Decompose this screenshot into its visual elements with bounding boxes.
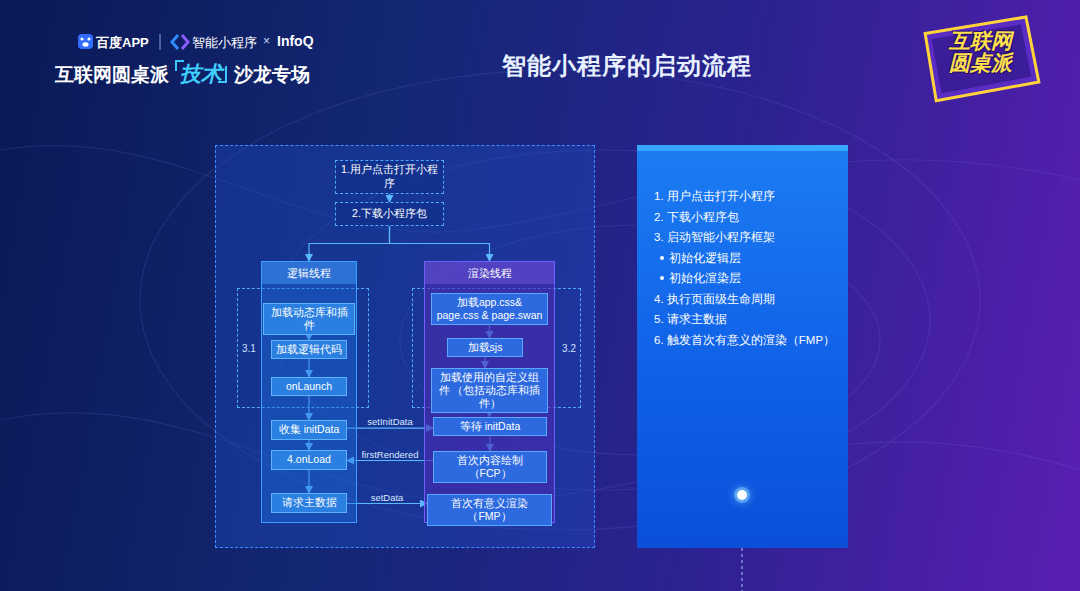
process-box: 4.onLoad (271, 450, 347, 470)
separator-mark: × (263, 34, 270, 48)
process-box: 请求主数据 (271, 493, 347, 513)
step-box: 1.用户点击打开小程序 (335, 160, 444, 194)
edge-label: setInitData (367, 416, 412, 427)
process-box: 首次有意义渲染（FMP） (427, 494, 552, 526)
event-name: 互联网圆桌派 (55, 62, 169, 88)
process-box: 等待 initData (433, 417, 547, 436)
thread-column: 渲染线程加载app.css& page.css & page.swan 加载sjs… (424, 261, 555, 523)
list-item: 4. 执行页面级生命周期 (654, 289, 840, 310)
logo-text: 互联网圆桌派 (945, 30, 1015, 74)
flow-arrow (347, 503, 427, 504)
process-box: 收集 initData (271, 420, 347, 440)
list-item: 初始化逻辑层 (654, 248, 840, 269)
brand-name: InfoQ (277, 33, 314, 49)
box-text: onLaunch (286, 380, 332, 393)
bullet (660, 276, 664, 280)
flow-arrow (347, 460, 433, 461)
box-text: 2.下载小程序包 (352, 207, 427, 221)
process-box: 加载逻辑代码 (271, 340, 347, 359)
box-text: 加载动态库和插件 (268, 306, 350, 332)
process-box: onLaunch (271, 377, 347, 396)
event-tag: 技术 (180, 60, 222, 88)
flow-arrow (347, 428, 433, 429)
phase-number: 3.1 (242, 343, 256, 354)
event-name: 沙龙专场 (234, 62, 310, 88)
edge-label: setData (371, 492, 404, 503)
separator (160, 34, 161, 50)
flow-arrow (309, 226, 390, 261)
brand-name: 智能小程序 (192, 34, 257, 52)
flow-arrow (390, 226, 490, 261)
thread-column: 逻辑线程加载动态库和插件加载逻辑代码 onLaunch 收集 initData 4.o… (261, 261, 357, 523)
box-text: 收集 initData (279, 423, 340, 436)
process-box: 加载使用的自定义组件 （包括动态库和插件） (431, 368, 548, 413)
list-item: 3. 启动智能小程序框架 (654, 227, 840, 248)
brand-name: 百度APP (96, 34, 149, 52)
box-text: 加载逻辑代码 (276, 343, 342, 356)
timeline-dot (737, 490, 747, 500)
slide-title: 智能小程序的启动流程 (430, 50, 824, 82)
process-box: 加载sjs (447, 338, 523, 357)
list-item: 5. 请求主数据 (654, 309, 840, 330)
box-text: 首次有意义渲染（FMP） (432, 497, 547, 523)
box-text: 4.onLoad (287, 453, 331, 466)
baidu-icon (78, 34, 93, 49)
box-text: 加载sjs (468, 341, 503, 354)
box-text: 请求主数据 (282, 496, 337, 509)
bullet (660, 256, 664, 260)
list-item: 6. 触发首次有意义的渲染（FMP） (654, 330, 840, 351)
list-item: 1. 用户点击打开小程序 (654, 186, 840, 207)
logo-sticker (925, 16, 1040, 101)
process-box: 加载app.css& page.css & page.swan (431, 293, 548, 325)
mini-app-icon (172, 35, 178, 49)
list-item: 2. 下载小程序包 (654, 207, 840, 228)
box-text: 1.用户点击打开小程序 (340, 163, 439, 191)
box-text: 等待 initData (460, 420, 521, 433)
process-box: 加载动态库和插件 (263, 303, 355, 335)
column-heading: 渲染线程 (425, 262, 554, 284)
step-box: 2.下载小程序包 (335, 202, 444, 226)
flow-arrow (389, 194, 390, 202)
timeline (742, 548, 743, 591)
process-box: 首次内容绘制（FCP） (433, 451, 547, 483)
edge-label: firstRendered (361, 449, 418, 460)
box-text: 首次内容绘制（FCP） (438, 454, 542, 480)
box-text: 加载app.css& page.css & page.swan (436, 296, 543, 322)
summary-panel: 1. 用户点击打开小程序2. 下载小程序包3. 启动智能小程序框架初始化逻辑层初… (637, 145, 848, 548)
box-text: 加载使用的自定义组件 （包括动态库和插件） (436, 371, 543, 410)
phase-number: 3.2 (562, 343, 576, 354)
column-heading: 逻辑线程 (262, 262, 356, 284)
list-item: 初始化渲染层 (654, 268, 840, 289)
